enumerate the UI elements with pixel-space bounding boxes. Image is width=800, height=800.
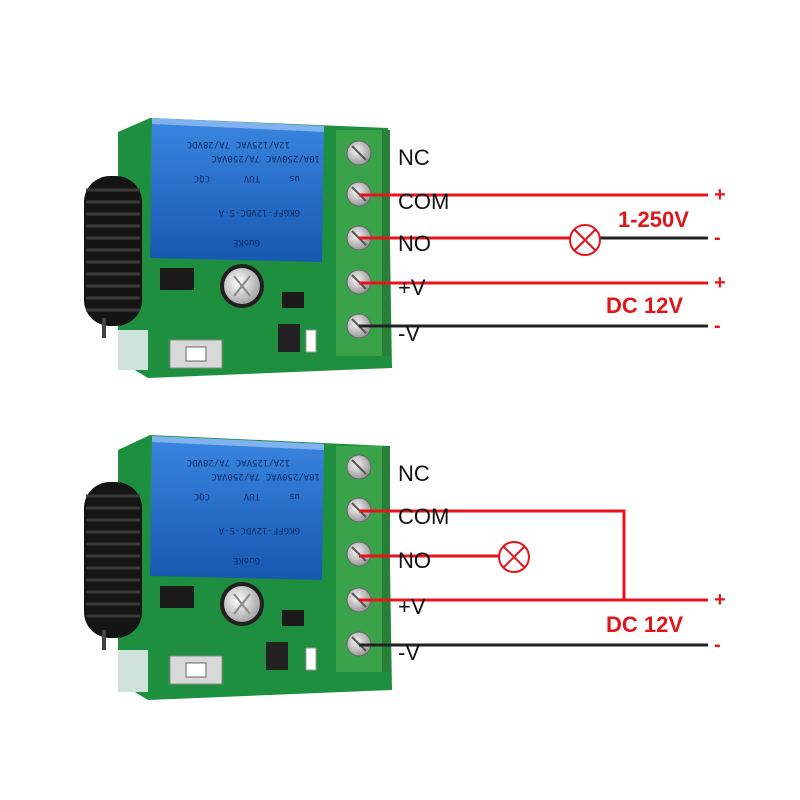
- relay-rating-2: 10A/250VAC: [266, 153, 320, 163]
- relay-rating-3: 7A/28VDC: [187, 139, 230, 149]
- transistor: [282, 292, 304, 308]
- relay-rating-3: 7A/28VDC: [187, 457, 230, 467]
- antenna-coil: [84, 176, 142, 326]
- labels-2: NC COM NO +V -V DC 12V + -: [398, 461, 726, 665]
- component-led: [305, 647, 317, 671]
- label-plus-v: +V: [398, 594, 426, 619]
- wire-com-2: [359, 509, 626, 599]
- supply-minus-sign: -: [714, 227, 721, 249]
- relay-module-1: 12A/125VAC 7A/28VDC 10A/250VAC 7A/250VAC…: [84, 118, 392, 378]
- antenna-coil: [84, 482, 142, 638]
- relay-model: GKGFF-12VDC-S-A: [218, 207, 300, 217]
- dc-minus-sign: -: [714, 315, 721, 337]
- ic-chip: [160, 268, 194, 290]
- label-no: NO: [398, 548, 431, 573]
- relay-block: 12A/125VAC 7A/28VDC 10A/250VAC 7A/250VAC…: [150, 118, 324, 262]
- label-minus-v: -V: [398, 321, 420, 346]
- relay-ul: us: [289, 173, 300, 183]
- relay-rating-1: 12A/125VAC: [236, 139, 290, 149]
- wiring-2: [359, 509, 708, 647]
- dc-voltage-label: DC 12V: [606, 293, 683, 318]
- relay-cqc: CQC: [194, 173, 210, 183]
- dc-voltage-label: DC 12V: [606, 612, 683, 637]
- relay-block: 12A/125VAC 7A/28VDC 10A/250VAC 7A/250VAC…: [150, 436, 324, 580]
- learn-button: [169, 339, 223, 369]
- relay-tuv: TUV: [243, 491, 260, 501]
- relay-tuv: TUV: [243, 173, 260, 183]
- pcb-edge: [118, 650, 148, 692]
- wiring-1: [359, 193, 708, 328]
- label-plus-v: +V: [398, 275, 426, 300]
- relay-module-2: 12A/125VAC 7A/28VDC 10A/250VAC 7A/250VAC…: [84, 435, 392, 700]
- antenna-wire: [102, 630, 106, 650]
- lamp-icon: [498, 541, 530, 573]
- supply-plus-sign: +: [714, 184, 726, 206]
- dc-plus-sign: +: [714, 589, 726, 611]
- relay-rating-1: 12A/125VAC: [236, 457, 290, 467]
- relay-model: GKGFF-12VDC-S-A: [218, 525, 300, 535]
- dc-plus-sign: +: [714, 272, 726, 294]
- antenna-wire: [102, 318, 106, 338]
- label-nc: NC: [398, 461, 430, 486]
- resistor: [266, 642, 288, 670]
- relay-cqc: CQC: [194, 491, 210, 501]
- label-nc: NC: [398, 145, 430, 170]
- terminal-block: [336, 446, 390, 672]
- label-minus-v: -V: [398, 640, 420, 665]
- lamp-icon: [569, 224, 601, 256]
- relay-ul: us: [289, 491, 300, 501]
- relay-rating-4: 7A/250VAC: [211, 471, 260, 481]
- component-led: [305, 329, 317, 353]
- relay-rating-4: 7A/250VAC: [211, 153, 260, 163]
- resistor: [278, 324, 300, 352]
- supply-voltage-label: 1-250V: [618, 207, 689, 232]
- capacitor: [220, 582, 264, 626]
- relay-brand: GuoKE: [233, 555, 260, 565]
- relay-rating-2: 10A/250VAC: [266, 471, 320, 481]
- labels-1: NC COM NO +V -V 1-250V + - DC 12V + -: [398, 145, 726, 346]
- label-no: NO: [398, 231, 431, 256]
- dc-minus-sign: -: [714, 634, 721, 656]
- ic-chip: [160, 586, 194, 608]
- pcb-edge: [118, 330, 148, 370]
- relay-brand: GuoKE: [233, 237, 260, 247]
- learn-button: [169, 655, 223, 685]
- label-com: COM: [398, 189, 449, 214]
- transistor: [282, 610, 304, 626]
- capacitor: [220, 264, 264, 308]
- terminal-block: [336, 130, 390, 356]
- label-com: COM: [398, 504, 449, 529]
